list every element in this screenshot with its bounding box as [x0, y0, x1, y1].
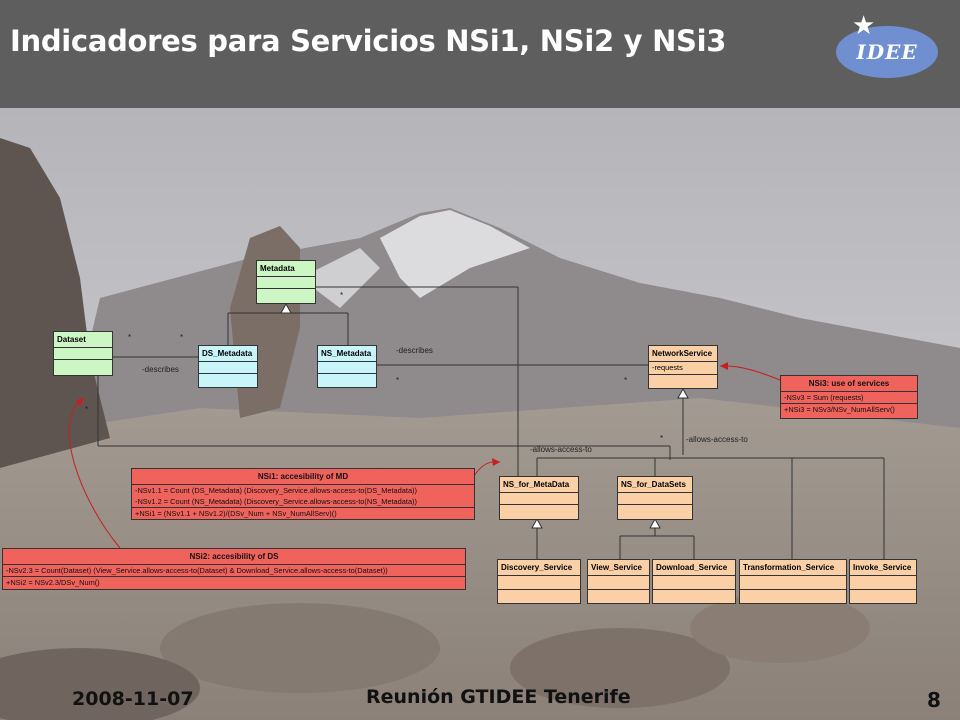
- class-operations: [54, 360, 112, 372]
- class-transformation-service: Transformation_Service: [739, 559, 847, 604]
- indicator-attributes: -NSv2.3 = Count(Dataset) (View_Service.a…: [3, 565, 465, 577]
- class-name: Download_Service: [653, 560, 735, 576]
- class-metadata: Metadata: [256, 260, 316, 304]
- multiplicity-label: *: [396, 376, 400, 385]
- class-operations: [588, 590, 649, 602]
- multiplicity-label: *: [85, 405, 89, 414]
- idee-logo: IDEE: [836, 26, 938, 78]
- page-number: 8: [927, 688, 941, 712]
- class-attributes: [588, 576, 649, 590]
- slide-title: Indicadores para Servicios NSi1, NSi2 y …: [10, 24, 727, 58]
- multiplicity-label: *: [128, 333, 132, 342]
- class-ns-metadata: NS_Metadata: [317, 345, 377, 388]
- multiplicity-label: *: [180, 333, 184, 342]
- class-ds-metadata: DS_Metadata: [198, 345, 258, 388]
- label-allows-access-left: -allows-access-to: [530, 445, 592, 454]
- class-operations: [500, 505, 578, 517]
- class-invoke-service: Invoke_Service: [849, 559, 917, 604]
- class-name: Metadata: [257, 261, 315, 277]
- indicator-nsi1: NSi1: accesibility of MD -NSv1.1 = Count…: [131, 468, 475, 520]
- class-view-service: View_Service: [587, 559, 650, 604]
- class-name: Transformation_Service: [740, 560, 846, 576]
- indicator-operation: +NSi2 = NSv2.3/DSv_Num(): [6, 578, 100, 587]
- indicator-operations: +NSi3 = NSv3/NSv_NumAllServ(): [781, 404, 917, 415]
- logo-text: IDEE: [856, 40, 918, 64]
- class-operations: [649, 375, 717, 387]
- class-ns-for-metadata: NS_for_MetaData: [499, 476, 579, 520]
- class-operations: [653, 590, 735, 602]
- label-allows-access-right: -allows-access-to: [686, 435, 748, 444]
- multiplicity-label: *: [660, 434, 664, 443]
- class-attributes: [500, 493, 578, 505]
- indicator-attributes: -NSv1.1 = Count (DS_Metadata) (Discovery…: [132, 485, 474, 508]
- class-ns-for-datasets: NS_for_DataSets: [617, 476, 693, 520]
- class-operations: [498, 590, 580, 602]
- class-name: NS_Metadata: [318, 346, 376, 362]
- class-attributes: [653, 576, 735, 590]
- multiplicity-label: *: [340, 291, 344, 300]
- class-operations: [850, 590, 916, 602]
- slide-header: [0, 0, 960, 108]
- class-name: NetworkService: [649, 346, 717, 362]
- class-network-service: NetworkService -requests: [648, 345, 718, 389]
- class-operations: [257, 289, 315, 301]
- class-operations: [740, 590, 846, 602]
- class-operations: [318, 374, 376, 386]
- footer-event: Reunión GTIDEE Tenerife: [366, 686, 631, 708]
- class-discovery-service: Discovery_Service: [497, 559, 581, 604]
- class-operations: [199, 374, 257, 386]
- class-name: Invoke_Service: [850, 560, 916, 576]
- indicator-operations: +NSi2 = NSv2.3/DSv_Num(): [3, 577, 465, 588]
- class-attributes: [54, 348, 112, 360]
- indicator-attribute: -NSv1.1 = Count (DS_Metadata) (Discovery…: [135, 486, 417, 495]
- class-attribute: -requests: [652, 363, 683, 372]
- class-name: DS_Metadata: [199, 346, 257, 362]
- indicator-attribute: -NSv1.2 = Count (NS_Metadata) (Discovery…: [135, 497, 417, 506]
- indicator-attribute: -NSv2.3 = Count(Dataset) (View_Service.a…: [6, 566, 388, 575]
- indicator-operation: +NSi3 = NSv3/NSv_NumAllServ(): [784, 405, 895, 414]
- indicator-name: NSi3: use of services: [781, 376, 917, 392]
- class-download-service: Download_Service: [652, 559, 736, 604]
- class-attributes: -requests: [649, 362, 717, 375]
- indicator-attributes: -NSv3 = Sum (requests): [781, 392, 917, 404]
- indicator-attribute: -NSv3 = Sum (requests): [784, 393, 864, 402]
- class-name: NS_for_MetaData: [500, 477, 578, 493]
- class-attributes: [318, 362, 376, 374]
- class-dataset: Dataset: [53, 331, 113, 376]
- class-name: View_Service: [588, 560, 649, 576]
- indicator-operation: +NSi1 = (NSv1.1 + NSv1.2)/(DSv_Num + NSv…: [135, 509, 337, 518]
- indicator-nsi3: NSi3: use of services -NSv3 = Sum (reque…: [780, 375, 918, 419]
- class-name: Discovery_Service: [498, 560, 580, 576]
- indicator-name: NSi2: accesibility of DS: [3, 549, 465, 565]
- label-describes-right: -describes: [396, 346, 433, 355]
- class-name: Dataset: [54, 332, 112, 348]
- indicator-name: NSi1: accesibility of MD: [132, 469, 474, 485]
- label-describes-left: -describes: [142, 365, 179, 374]
- class-operations: [618, 505, 692, 517]
- indicator-operations: +NSi1 = (NSv1.1 + NSv1.2)/(DSv_Num + NSv…: [132, 508, 474, 519]
- class-attributes: [850, 576, 916, 590]
- multiplicity-label: *: [624, 376, 628, 385]
- class-name: NS_for_DataSets: [618, 477, 692, 493]
- class-attributes: [618, 493, 692, 505]
- class-attributes: [740, 576, 846, 590]
- footer-date: 2008-11-07: [72, 688, 194, 710]
- class-attributes: [199, 362, 257, 374]
- class-attributes: [257, 277, 315, 289]
- class-attributes: [498, 576, 580, 590]
- star-icon: ★: [852, 10, 876, 40]
- indicator-nsi2: NSi2: accesibility of DS -NSv2.3 = Count…: [2, 548, 466, 590]
